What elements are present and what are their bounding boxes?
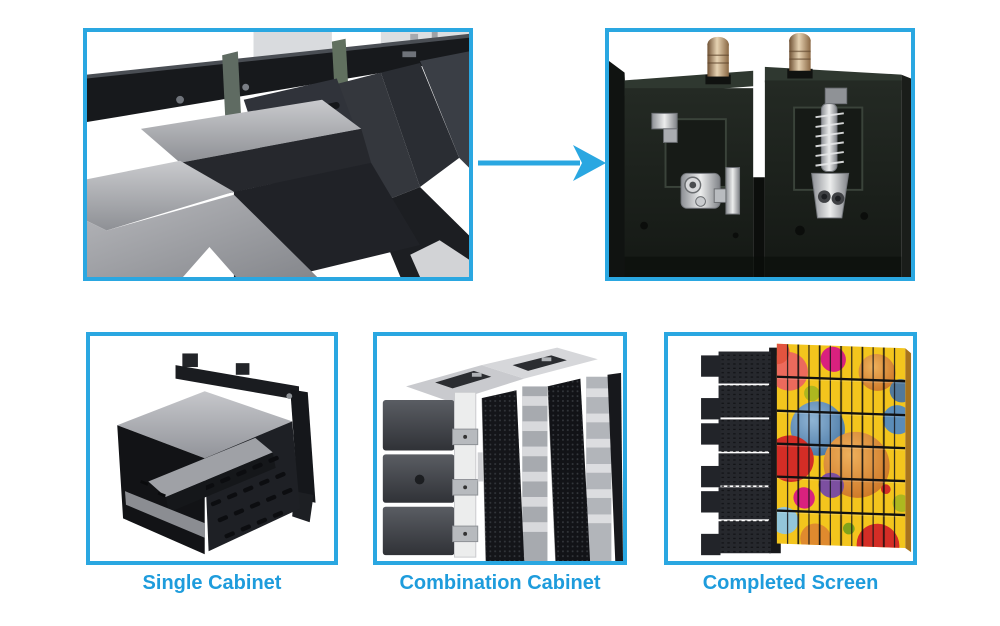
- cabinet-lock-connector-closeup-photo: [605, 28, 915, 281]
- cabinet-row-assembly-illustration: [87, 32, 469, 277]
- single-cabinet-illustration: [90, 336, 334, 561]
- completed-screen-illustration: [668, 336, 913, 561]
- caption-combination-cabinet: Combination Cabinet: [399, 572, 601, 594]
- completed-screen-photo: [664, 332, 917, 565]
- caption-single-cabinet: Single Cabinet: [142, 572, 282, 594]
- combination-cabinet-photo: [373, 332, 627, 565]
- cabinet-lock-connector-illustration: [609, 32, 911, 277]
- caption-completed-screen: Completed Screen: [702, 572, 879, 594]
- combination-cabinet-illustration: [377, 336, 623, 561]
- single-cabinet-photo: [86, 332, 338, 565]
- right-arrow-icon: [478, 145, 606, 181]
- cabinet-row-assembly-photo: [83, 28, 473, 281]
